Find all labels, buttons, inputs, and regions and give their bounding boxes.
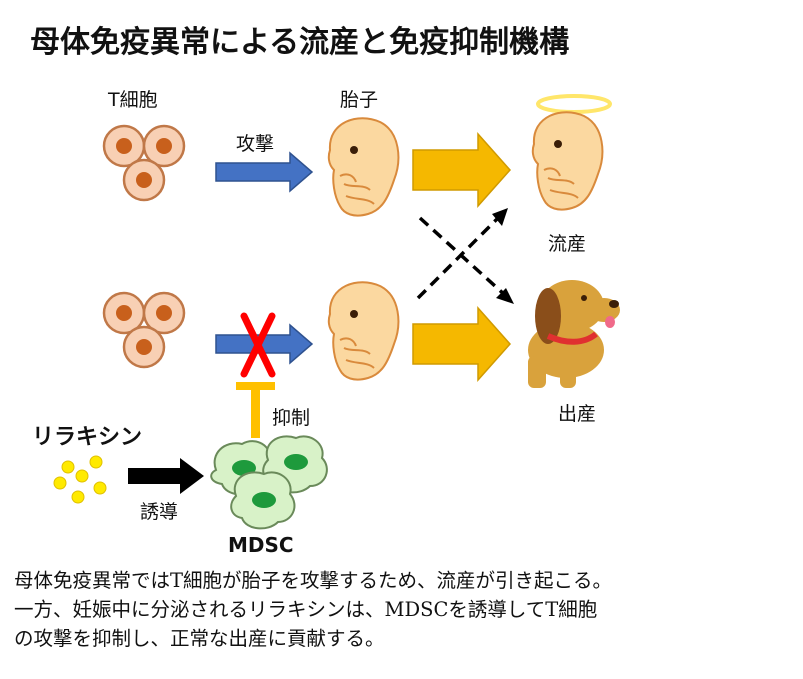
red-x-icon <box>240 312 276 378</box>
page-title: 母体免疫異常による流産と免疫抑制機構 <box>30 25 569 60</box>
immune-diagram: 母体免疫異常による流産と免疫抑制機構 T細胞 攻撃 胎子 流産 <box>30 25 620 557</box>
outcome-arrow-bottom <box>412 306 512 382</box>
t-cell-cluster-top <box>102 124 186 202</box>
attack-arrow-top <box>215 151 314 193</box>
induction-arrow <box>128 458 204 494</box>
induction-label: 誘導 <box>140 501 178 523</box>
suppression-label: 抑制 <box>272 407 310 429</box>
caption-line-1: 母体免疫異常ではT細胞が胎子を攻撃するため、流産が引き起こる。 <box>14 569 613 592</box>
outcome-arrow-top <box>412 132 512 208</box>
dead-fetus-icon <box>531 111 604 211</box>
attack-label: 攻撃 <box>236 133 274 155</box>
mdsc-label: MDSC <box>228 533 294 557</box>
miscarriage-label: 流産 <box>548 233 586 255</box>
mdsc-cells <box>210 435 328 530</box>
caption-line-3: の攻撃を抑制し、正常な出産に貢献する。 <box>14 627 385 650</box>
caption: 母体免疫異常ではT細胞が胎子を攻撃するため、流産が引き起こる。 一方、妊娠中に分… <box>14 566 794 653</box>
attack-arrow-bottom <box>215 323 314 365</box>
t-cell-cluster-bottom <box>102 291 186 369</box>
crossing-arrows <box>416 208 514 304</box>
fetus-label: 胎子 <box>340 89 378 111</box>
birth-label: 出産 <box>558 403 596 425</box>
dog-icon <box>528 280 620 388</box>
relaxin-label: リラキシン <box>32 425 142 450</box>
halo-icon <box>536 94 612 114</box>
fetus-icon <box>327 117 400 217</box>
caption-line-2: 一方、妊娠中に分泌されるリラキシンは、MDSCを誘導してT細胞 <box>14 598 598 621</box>
suppression-bar <box>236 382 275 438</box>
fetus-icon-bottom <box>327 281 400 381</box>
t-cell-label: T細胞 <box>107 89 158 111</box>
relaxin-dots <box>53 455 107 504</box>
